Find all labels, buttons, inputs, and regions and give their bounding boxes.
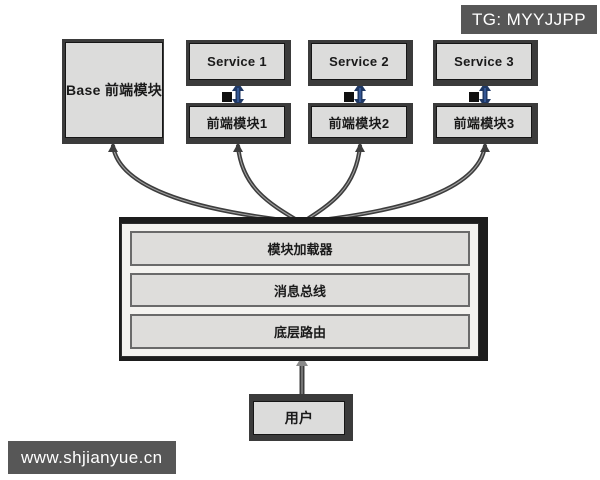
service-2-box: Service 2 xyxy=(308,40,413,86)
arrowhead-up-module2 xyxy=(355,143,365,152)
message-bus-label: 消息总线 xyxy=(273,283,326,299)
base-router-row: 底层路由 xyxy=(130,314,470,350)
module3-to-core-curve xyxy=(301,143,488,225)
service-3-box: Service 3 xyxy=(433,40,538,86)
service-1-box: Service 1 xyxy=(186,40,291,86)
module1-to-core-curve xyxy=(235,143,303,225)
module2-to-core-curve-highlight xyxy=(302,145,361,223)
site-watermark: www.shjianyue.cn xyxy=(8,441,176,474)
tg-badge-text: TG: MYYJJPP xyxy=(472,9,586,29)
base-router-label: 底层路由 xyxy=(273,325,326,341)
module3-to-core-curve-highlight xyxy=(303,145,486,223)
arrowhead-up-base xyxy=(108,143,118,152)
tg-badge: TG: MYYJJPP xyxy=(461,5,597,34)
message-bus-row: 消息总线 xyxy=(130,272,470,308)
frontend-module-3-label: 前端模块3 xyxy=(453,115,515,131)
module-loader-label: 模块加载器 xyxy=(267,241,333,257)
service-3-label: Service 3 xyxy=(454,54,514,69)
frontend-module-2-box: 前端模块2 xyxy=(308,103,413,144)
user-label: 用户 xyxy=(284,410,314,426)
core-panel: 模块加载器 消息总线 底层路由 xyxy=(119,217,488,361)
frontend-module-1-box: 前端模块1 xyxy=(186,103,291,144)
module2-to-core-curve xyxy=(300,143,363,225)
frontend-module-2-label: 前端模块2 xyxy=(328,115,390,131)
arrowhead-up-module1 xyxy=(233,143,243,152)
module-loader-row: 模块加载器 xyxy=(130,231,470,266)
base-to-core-curve-highlight xyxy=(112,145,301,223)
site-watermark-text: www.shjianyue.cn xyxy=(21,447,163,467)
user-box: 用户 xyxy=(249,394,353,441)
frontend-module-3-box: 前端模块3 xyxy=(433,103,538,144)
service-2-label: Service 2 xyxy=(329,54,389,69)
base-module-label: Base 前端模块 xyxy=(66,82,163,98)
base-module-box: Base 前端模块 xyxy=(62,39,164,144)
module1-to-core-curve-highlight xyxy=(237,145,301,223)
frontend-module-1-label: 前端模块1 xyxy=(206,115,268,131)
arrowhead-up-module3 xyxy=(480,143,490,152)
service-1-label: Service 1 xyxy=(207,54,267,69)
base-to-core-curve xyxy=(110,143,303,225)
